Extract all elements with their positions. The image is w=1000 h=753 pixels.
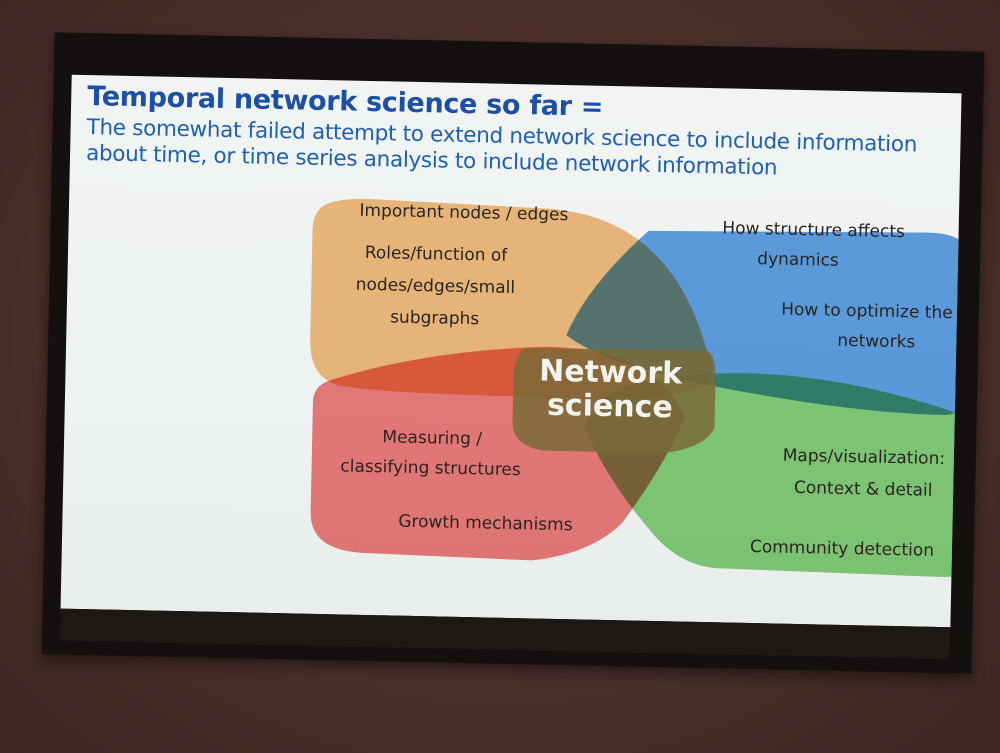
center-label: Network science <box>510 354 711 426</box>
center-label-line-2: science <box>546 387 674 426</box>
orange-label-4: subgraphs <box>389 307 480 330</box>
red-label-2: classifying structures <box>340 456 521 481</box>
blue-label-1: How structure affects <box>722 218 906 243</box>
orange-label-3: nodes/edges/small <box>355 274 516 299</box>
green-label-3: Community detection <box>749 537 935 561</box>
blue-label-2: dynamics <box>757 249 839 271</box>
blue-label-3: How to optimize the <box>780 299 953 324</box>
green-label-1: Maps/visualization: <box>782 445 946 470</box>
center-label-line-1: Network <box>538 353 683 392</box>
orange-label-1: Important nodes / edges <box>359 200 569 226</box>
center-overlap <box>512 348 716 454</box>
venn-diagram <box>310 198 962 578</box>
red-label-1: Measuring / <box>382 427 483 450</box>
blue-label-4: networks <box>837 330 916 353</box>
green-label-2: Context & detail <box>793 477 933 501</box>
projection-screen-frame: Temporal network science so far = The so… <box>41 32 985 674</box>
red-label-3: Growth mechanisms <box>398 511 573 536</box>
projected-slide: Temporal network science so far = The so… <box>60 74 962 628</box>
orange-label-2: Roles/function of <box>364 242 508 266</box>
